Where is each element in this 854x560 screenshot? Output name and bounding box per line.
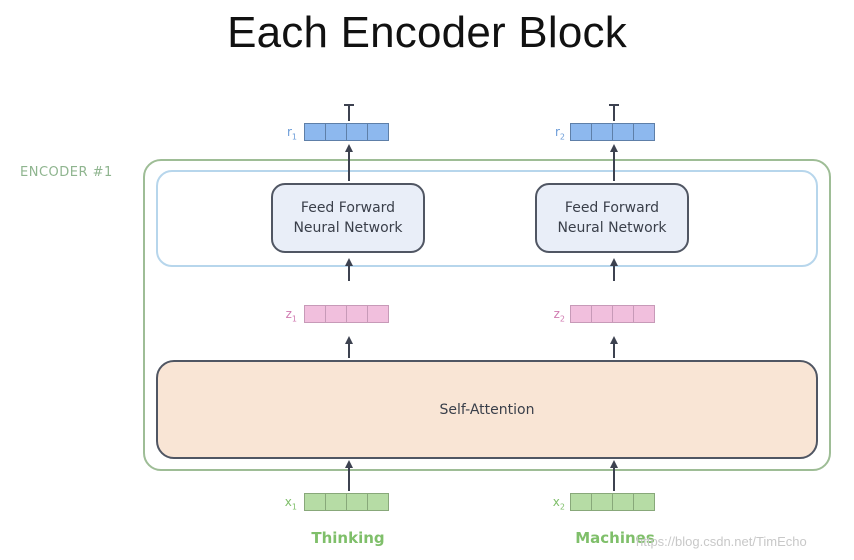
z1-label: z1 [285,307,297,324]
page-title: Each Encoder Block [227,8,627,57]
x1-label: x1 [284,495,297,512]
encoder-block [143,159,831,471]
r2-label: r2 [554,125,565,142]
z1-vector [304,305,389,323]
z2-label: z2 [553,307,565,324]
feed-forward-layer [156,170,818,267]
z2-vector [570,305,655,323]
x2-label: x2 [552,495,565,512]
vector-cell [367,123,389,141]
vector-cell [367,493,389,511]
r2-vector [570,123,655,141]
vector-cell [367,305,389,323]
r1-label: r1 [286,125,297,142]
watermark: https://blog.csdn.net/TimEcho [636,534,807,549]
vector-cell [633,493,655,511]
x1-vector [304,493,389,511]
vector-cell [633,305,655,323]
encoder-label: ENCODER #1 [20,165,113,180]
self-attention-box: Self-Attention [156,360,818,459]
self-attention-label: Self-Attention [439,401,535,418]
vector-cell [633,123,655,141]
feed-forward-box-1: Feed Forward Neural Network [271,183,425,253]
feed-forward-box-2: Feed Forward Neural Network [535,183,689,253]
input-word-1: Thinking [311,529,385,547]
r1-vector [304,123,389,141]
input-word-2: Machines [575,529,655,547]
x2-vector [570,493,655,511]
